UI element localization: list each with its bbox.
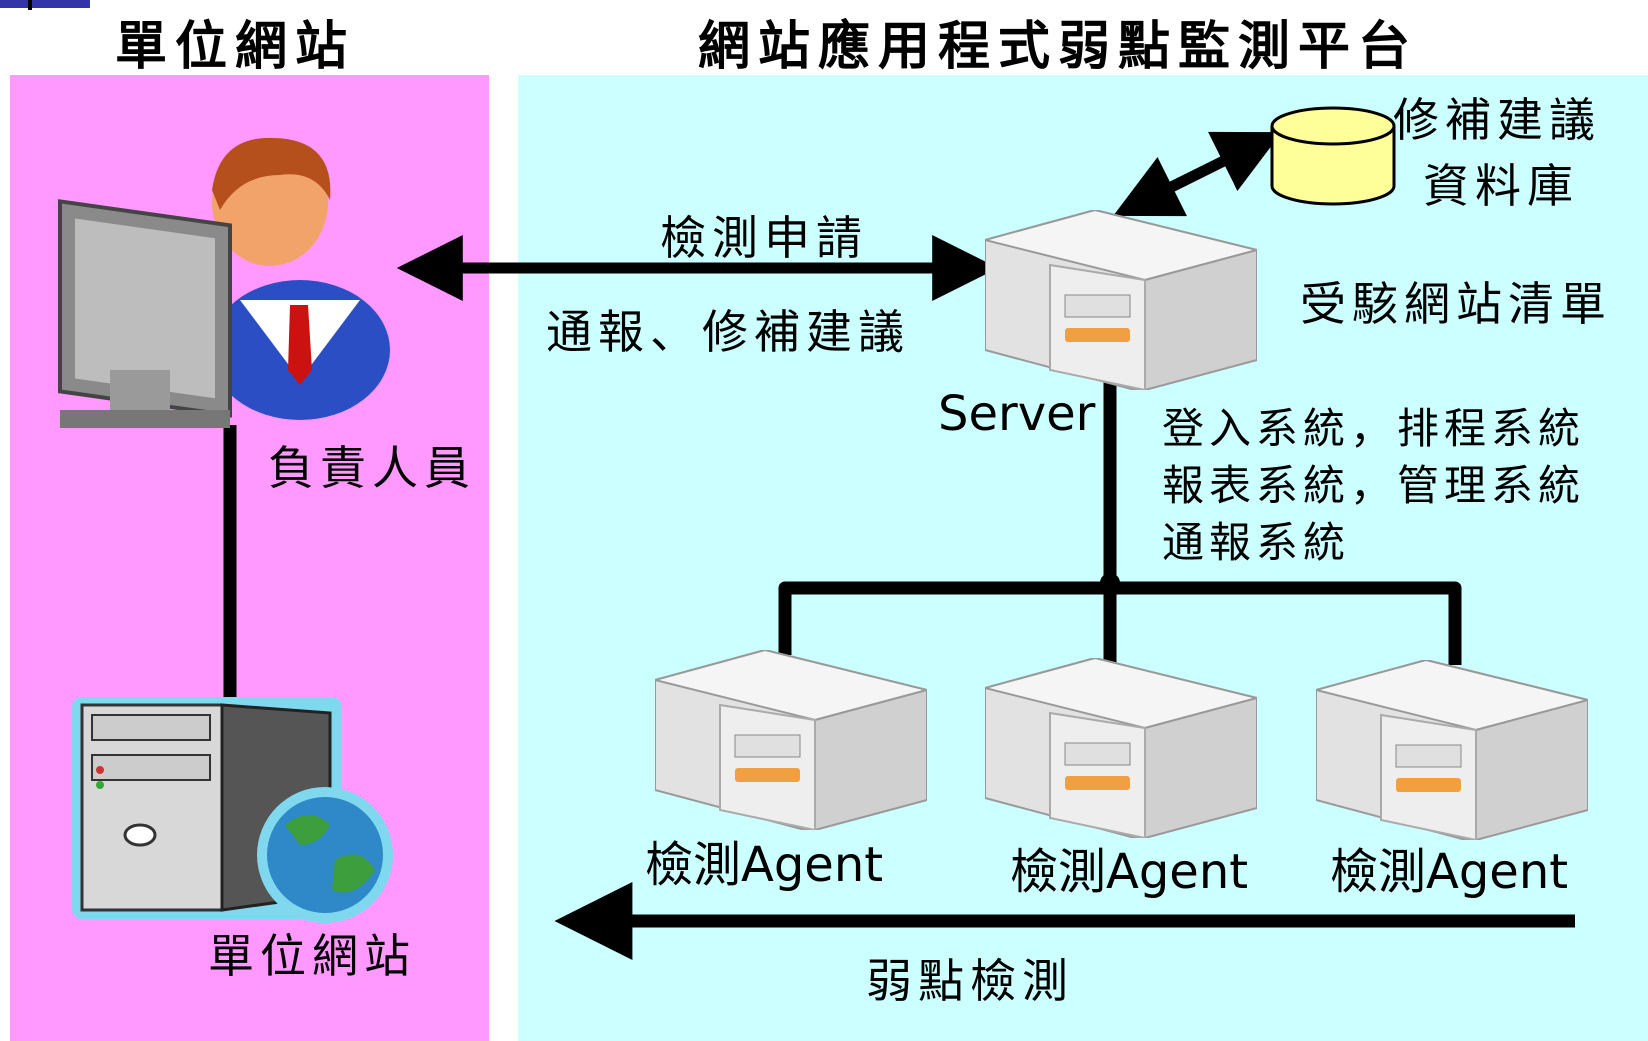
server-icon xyxy=(985,210,1257,390)
site-label: 單位網站 xyxy=(208,929,416,983)
web-server-globe-icon xyxy=(72,697,393,923)
db-label-line2: 資料庫 xyxy=(1423,159,1579,213)
request-label: 檢測申請 xyxy=(660,211,868,265)
left-header: 單位網站 xyxy=(115,16,356,77)
agent-label-3: 檢測Agent xyxy=(1330,844,1569,900)
agent-server-icon-2 xyxy=(985,658,1257,838)
notify-label: 通報、修補建議 xyxy=(546,305,910,359)
agent-label-2: 檢測Agent xyxy=(1010,844,1249,900)
db-label-line1: 修補建議 xyxy=(1393,93,1601,147)
right-header: 網站應用程式弱點監測平台 xyxy=(698,16,1419,77)
agent-server-icon-3 xyxy=(1316,660,1588,840)
systems-line-3: 通報系統 xyxy=(1162,518,1351,567)
agent-server-icon-1 xyxy=(655,650,927,830)
site-list-label: 受駭網站清單 xyxy=(1300,277,1612,331)
person-label: 負責人員 xyxy=(268,441,476,495)
agent-bus-line xyxy=(778,581,1462,665)
systems-line-2: 報表系統，管理系統 xyxy=(1162,461,1586,510)
person-at-computer-icon xyxy=(58,137,390,428)
database-cylinder-icon xyxy=(1270,106,1396,206)
corner-mark xyxy=(0,0,90,10)
agent-label-1: 檢測Agent xyxy=(645,837,884,893)
db-arrow xyxy=(1113,131,1282,217)
scan-label: 弱點檢測 xyxy=(866,954,1074,1008)
systems-line-1: 登入系統，排程系統 xyxy=(1162,404,1586,453)
server-label: Server xyxy=(938,386,1096,442)
